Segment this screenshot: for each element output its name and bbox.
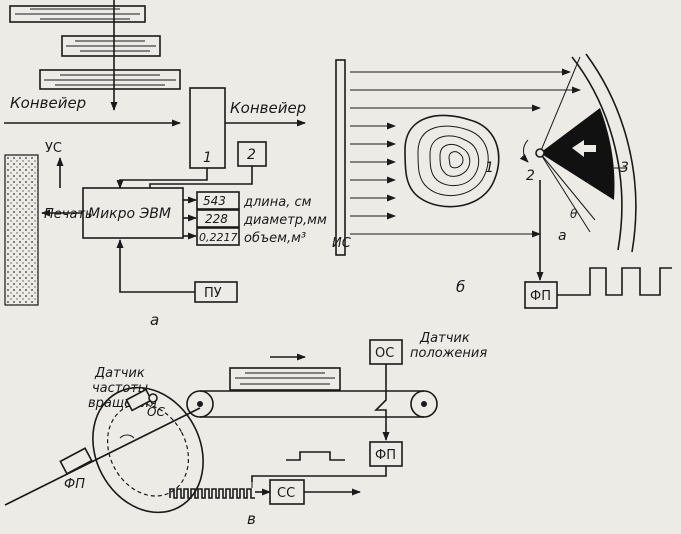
wire-box2-computer [149,166,253,188]
pivot-point [535,148,545,158]
pulley-right-axle [421,401,427,407]
panel-a-label: а [150,311,159,329]
fp-left-label: ФП [64,477,85,492]
screen-outer [585,53,637,253]
sensor-box-1 [189,87,226,169]
wire-fp-down [251,466,387,482]
readout-volume-value: 0,2217 [199,231,238,244]
wire-box1-computer [116,168,208,189]
fp-box-v-label: ФП [375,448,396,463]
is-label: ИС [332,236,352,251]
os-small-label: ОС [147,405,165,419]
log-middle-grain [66,40,156,52]
screen-inner [571,56,623,251]
pos-sensor-line1: Датчик [419,331,470,346]
sector-ray-bottom [539,152,591,233]
optical-sensor-top [125,388,153,412]
light-rays [350,68,581,238]
panel-b-label: б [456,278,465,296]
readout-diameter-value: 228 [205,212,228,226]
os-box-label: ОС [375,346,394,361]
readout-volume-box [196,227,240,246]
optical-sensor-left [59,447,93,475]
readout-length-box [196,191,240,210]
printout-strip [4,154,39,306]
log-cross-section [404,114,500,208]
conveyor-right-label: Конвейер [230,99,306,117]
fp-label-b: ФП [530,289,551,304]
a-label: а [558,228,567,244]
panel-a: Конвейер Конвейер 1 2 УС Микро ЭВМ Печат… [4,0,327,329]
fp-box-b [524,281,558,309]
theta-label: θ [570,207,578,221]
readout-diameter-label: диаметр,мм [243,213,327,228]
freq-sensor-line1: Датчик [94,366,145,381]
pos-sensor-line2: положения [410,346,487,361]
readout-length-label: длина, см [243,195,312,210]
log-bottom-grain [44,74,176,86]
clock-pulse-train [169,488,255,499]
micro-computer-box [82,187,184,239]
box-1-label: 1 [203,150,212,166]
log-on-belt [229,367,341,391]
readout-volume-label: объем,м³ [244,231,306,246]
sector-ray-mid [539,152,596,221]
readout-diameter-box [196,209,240,228]
sector-ray-top [539,56,581,154]
emitter-column [335,59,346,256]
freq-sensor-line2: частоты [92,381,148,396]
position-pulse [286,451,345,461]
label-2: 2 [526,168,535,184]
us-label: УС [45,141,62,156]
sector-arrow [572,140,596,157]
readout-length-value: 543 [203,194,226,208]
computer-label: Микро ЭВМ [88,206,171,222]
pulse-train [557,267,672,296]
panel-v-label: в [247,510,256,528]
label-1: 1 [485,160,494,176]
encoder-disk [92,386,204,514]
scan-sector [540,108,615,200]
disk-marks [119,434,135,439]
ss-box-label: СС [277,486,295,501]
sensor-lens [148,393,158,403]
panel-b: ИС 1 3 [332,53,672,309]
shaft-line [4,407,201,506]
wire-pu-computer [116,239,195,293]
pulley-left-axle [197,401,203,407]
conveyor-left-label: Конвейер [10,94,86,112]
encoder-track [106,403,190,497]
panel-v: Датчик частоты вращения ОС ФП ОС Датчик … [4,331,487,528]
log-on-belt-grain [235,372,335,385]
light-beam-zigzag [374,364,390,441]
log-top-grain [15,8,140,20]
box-2-label: 2 [247,147,256,163]
pu-label: ПУ [204,286,222,301]
print-label: Печать [44,207,93,222]
rotation-arrow [519,139,529,163]
